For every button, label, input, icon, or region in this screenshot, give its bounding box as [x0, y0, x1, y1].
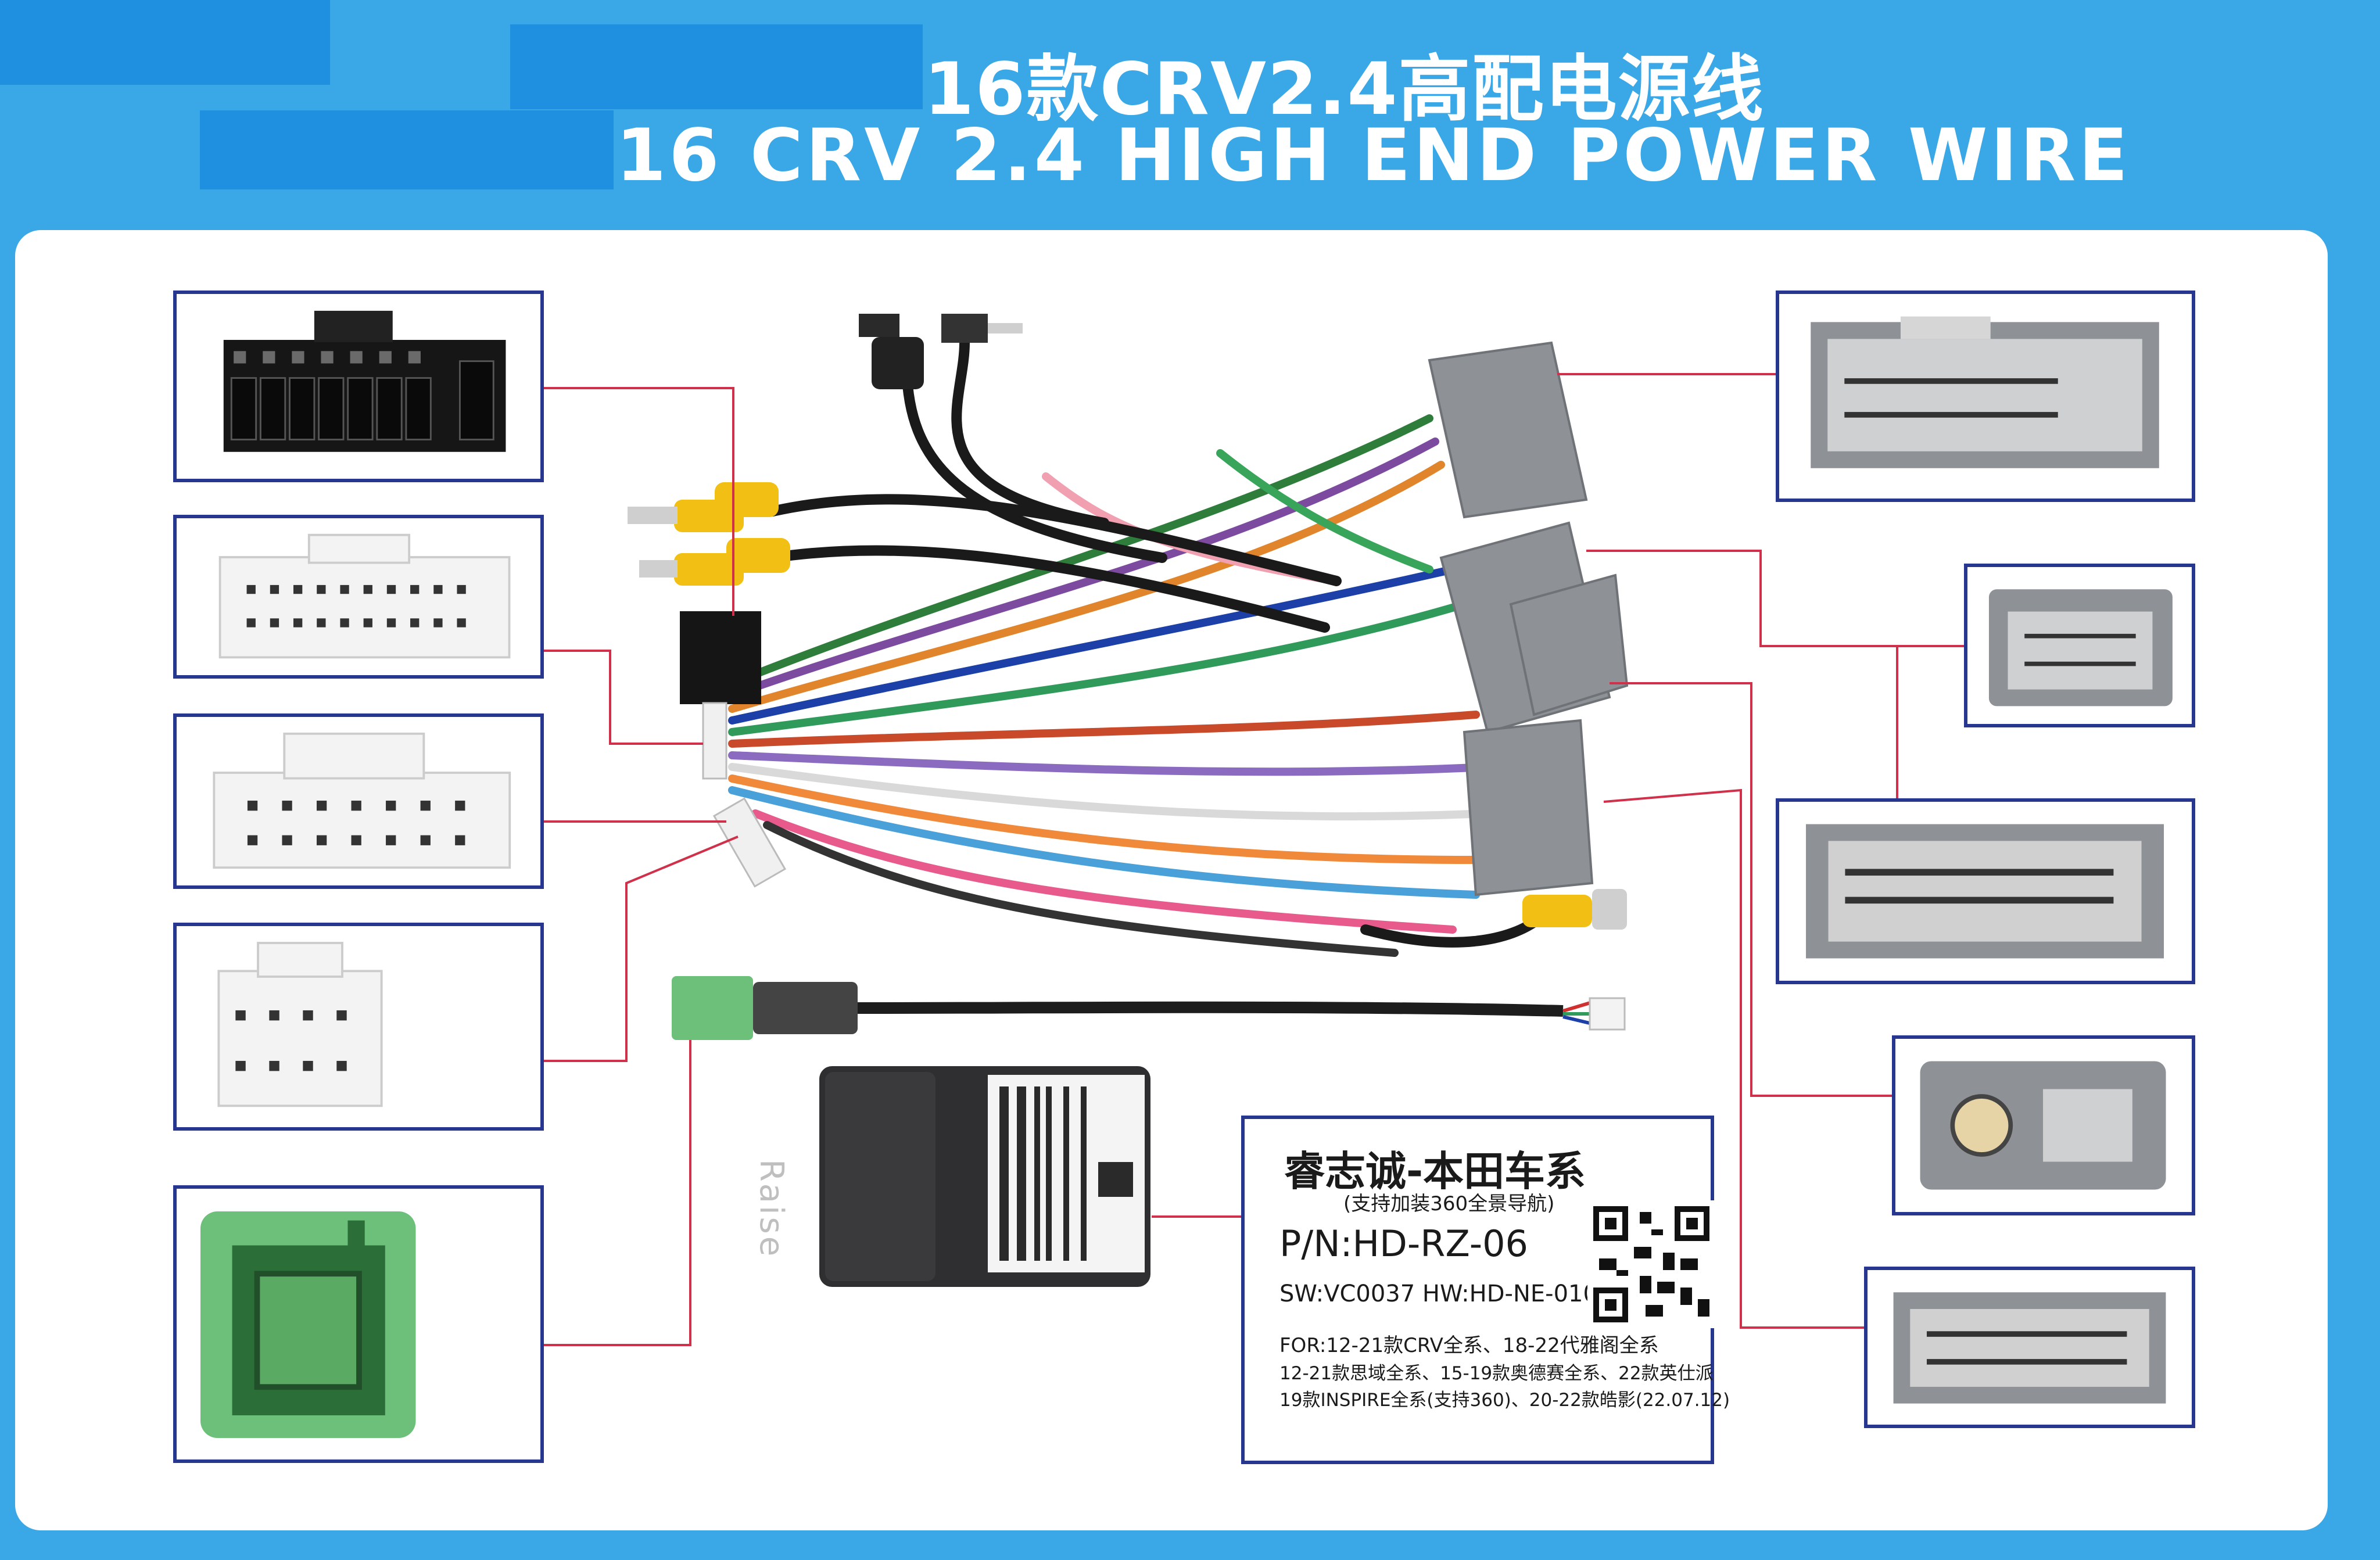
label-brand: 睿志诚-本田车系 [1284, 1147, 1586, 1195]
connector-box-iso [173, 291, 544, 482]
label-subtitle: (支持加装360全景导航) [1343, 1192, 1555, 1215]
grey-32pin-connector-icon [1806, 824, 2164, 959]
grey-antenna-connector-icon [1920, 1061, 2166, 1190]
label-compatibility-line-2: 12-21款思域全系、15-19款奥德赛全系、22款英仕派 [1279, 1363, 1714, 1384]
label-compatibility-line-1: FOR:12-21款CRV全系、18-22代雅阁全系 [1279, 1334, 1659, 1357]
qr-code-icon [1587, 1200, 1715, 1328]
connector-box-grey-20pin [1864, 1267, 2195, 1428]
connector-box-white-16pin [173, 713, 544, 889]
connector-box-grey-32pin [1776, 798, 2195, 984]
header-deco-bar [200, 110, 614, 189]
label-part-number: P/N:HD-RZ-06 [1279, 1222, 1529, 1265]
black-iso-connector-icon [223, 310, 506, 452]
header-deco-bar [510, 24, 923, 109]
header-deco-bar [0, 0, 330, 85]
connector-box-grey-antenna [1892, 1035, 2195, 1215]
canbus-decoder-box-icon [819, 1066, 1150, 1287]
connector-box-grey-16pin [1964, 564, 2195, 727]
grey-20pin-connector-icon [1893, 1292, 2166, 1404]
label-version: SW:VC0037 HW:HD-NE-0104 [1279, 1281, 1613, 1307]
module-brand-text: Raise [752, 1159, 790, 1259]
white-8pin-connector-icon [217, 942, 383, 1107]
connector-box-white-20pin [173, 515, 544, 679]
label-compatibility-line-3: 19款INSPIRE全系(支持360)、20-22款皓影(22.07.12) [1279, 1390, 1730, 1411]
connector-box-grey-24pin [1776, 291, 2195, 502]
connector-box-green-2pin [173, 1185, 544, 1463]
page-title-chinese: 16款CRV2.4高配电源线 [924, 48, 1765, 131]
connector-box-white-8pin [173, 923, 544, 1131]
page-title-english: 16 CRV 2.4 HIGH END POWER WIRE [616, 114, 2131, 198]
product-label: 睿志诚-本田车系 (支持加装360全景导航) P/N:HD-RZ-06 SW:V… [1241, 1116, 1730, 1464]
green-2pin-connector-icon [200, 1211, 416, 1438]
white-16pin-connector-icon [213, 732, 511, 869]
white-20pin-connector-icon [218, 533, 511, 659]
grey-16pin-connector-icon [1988, 589, 2173, 707]
grey-24pin-connector-icon [1811, 316, 2159, 468]
